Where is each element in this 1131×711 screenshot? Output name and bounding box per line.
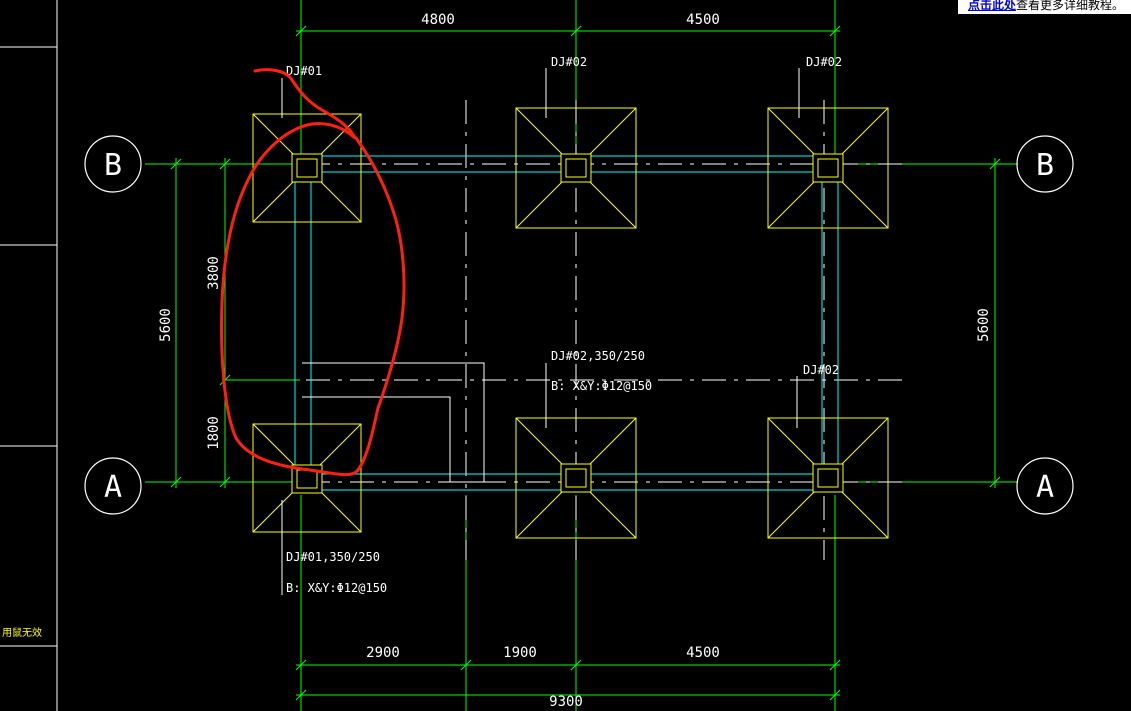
dim-bottom-2: 1900	[503, 645, 537, 661]
label-dj02-right-mid: DJ#02	[803, 363, 839, 377]
dim-right-total: 5600	[976, 308, 992, 342]
axis-bubble-b-right	[1016, 135, 1074, 193]
dim-left-lower: 1800	[206, 416, 222, 450]
side-panel-label: 用鼠无效	[2, 628, 42, 639]
axis-bubble-b-left	[84, 135, 142, 193]
label-dj02-center-line1: DJ#02,350/250	[551, 349, 645, 363]
left-side-panel	[0, 0, 58, 711]
footing-dj01-top-left	[252, 113, 362, 223]
label-dj02-top-mid: DJ#02	[551, 55, 587, 69]
dimension-lines	[145, 0, 1018, 711]
leader-lines	[281, 68, 800, 595]
dim-bottom-1: 2900	[366, 645, 400, 661]
grid-axis-bubbles	[84, 135, 1074, 515]
axis-label-b-right: B	[1036, 148, 1054, 183]
label-dj01-bottom-line2: B: X&Y:Φ12@150	[286, 581, 387, 595]
dim-top-right: 4500	[686, 12, 720, 28]
dim-left-total: 5600	[158, 308, 174, 342]
footing-dj02-bottom-mid	[515, 417, 637, 539]
tutorial-text: 查看更多详细教程。	[1016, 0, 1125, 12]
axis-label-a-right: A	[1036, 470, 1054, 505]
dim-left-upper: 3800	[206, 256, 222, 290]
footing-dj01-bottom-left	[252, 423, 362, 533]
footing-dj02-bottom-right	[767, 417, 889, 539]
foundation-beams	[294, 155, 842, 491]
dim-top-left: 4800	[421, 12, 455, 28]
dim-bottom-total: 9300	[549, 694, 583, 710]
dim-bottom-3: 4500	[686, 645, 720, 661]
label-dj01-bottom-line1: DJ#01,350/250	[286, 550, 380, 564]
footing-dj02-top-mid	[515, 107, 637, 229]
axis-bubble-a-left	[84, 457, 142, 515]
help-tooltip-popup: 点击此处查看更多详细教程。	[958, 0, 1131, 14]
axis-label-b-left: B	[104, 148, 122, 183]
footing-dj02-top-right	[767, 107, 889, 229]
axis-label-a-left: A	[104, 470, 122, 505]
wall-outline	[302, 362, 485, 483]
tutorial-link[interactable]: 点击此处	[968, 0, 1017, 12]
red-markup-circle	[220, 68, 406, 477]
label-dj02-top-right: DJ#02	[806, 55, 842, 69]
label-dj02-center-line2: B: X&Y:Φ12@150	[551, 379, 652, 393]
label-dj01-top: DJ#01	[286, 64, 322, 78]
axis-bubble-a-right	[1016, 457, 1074, 515]
